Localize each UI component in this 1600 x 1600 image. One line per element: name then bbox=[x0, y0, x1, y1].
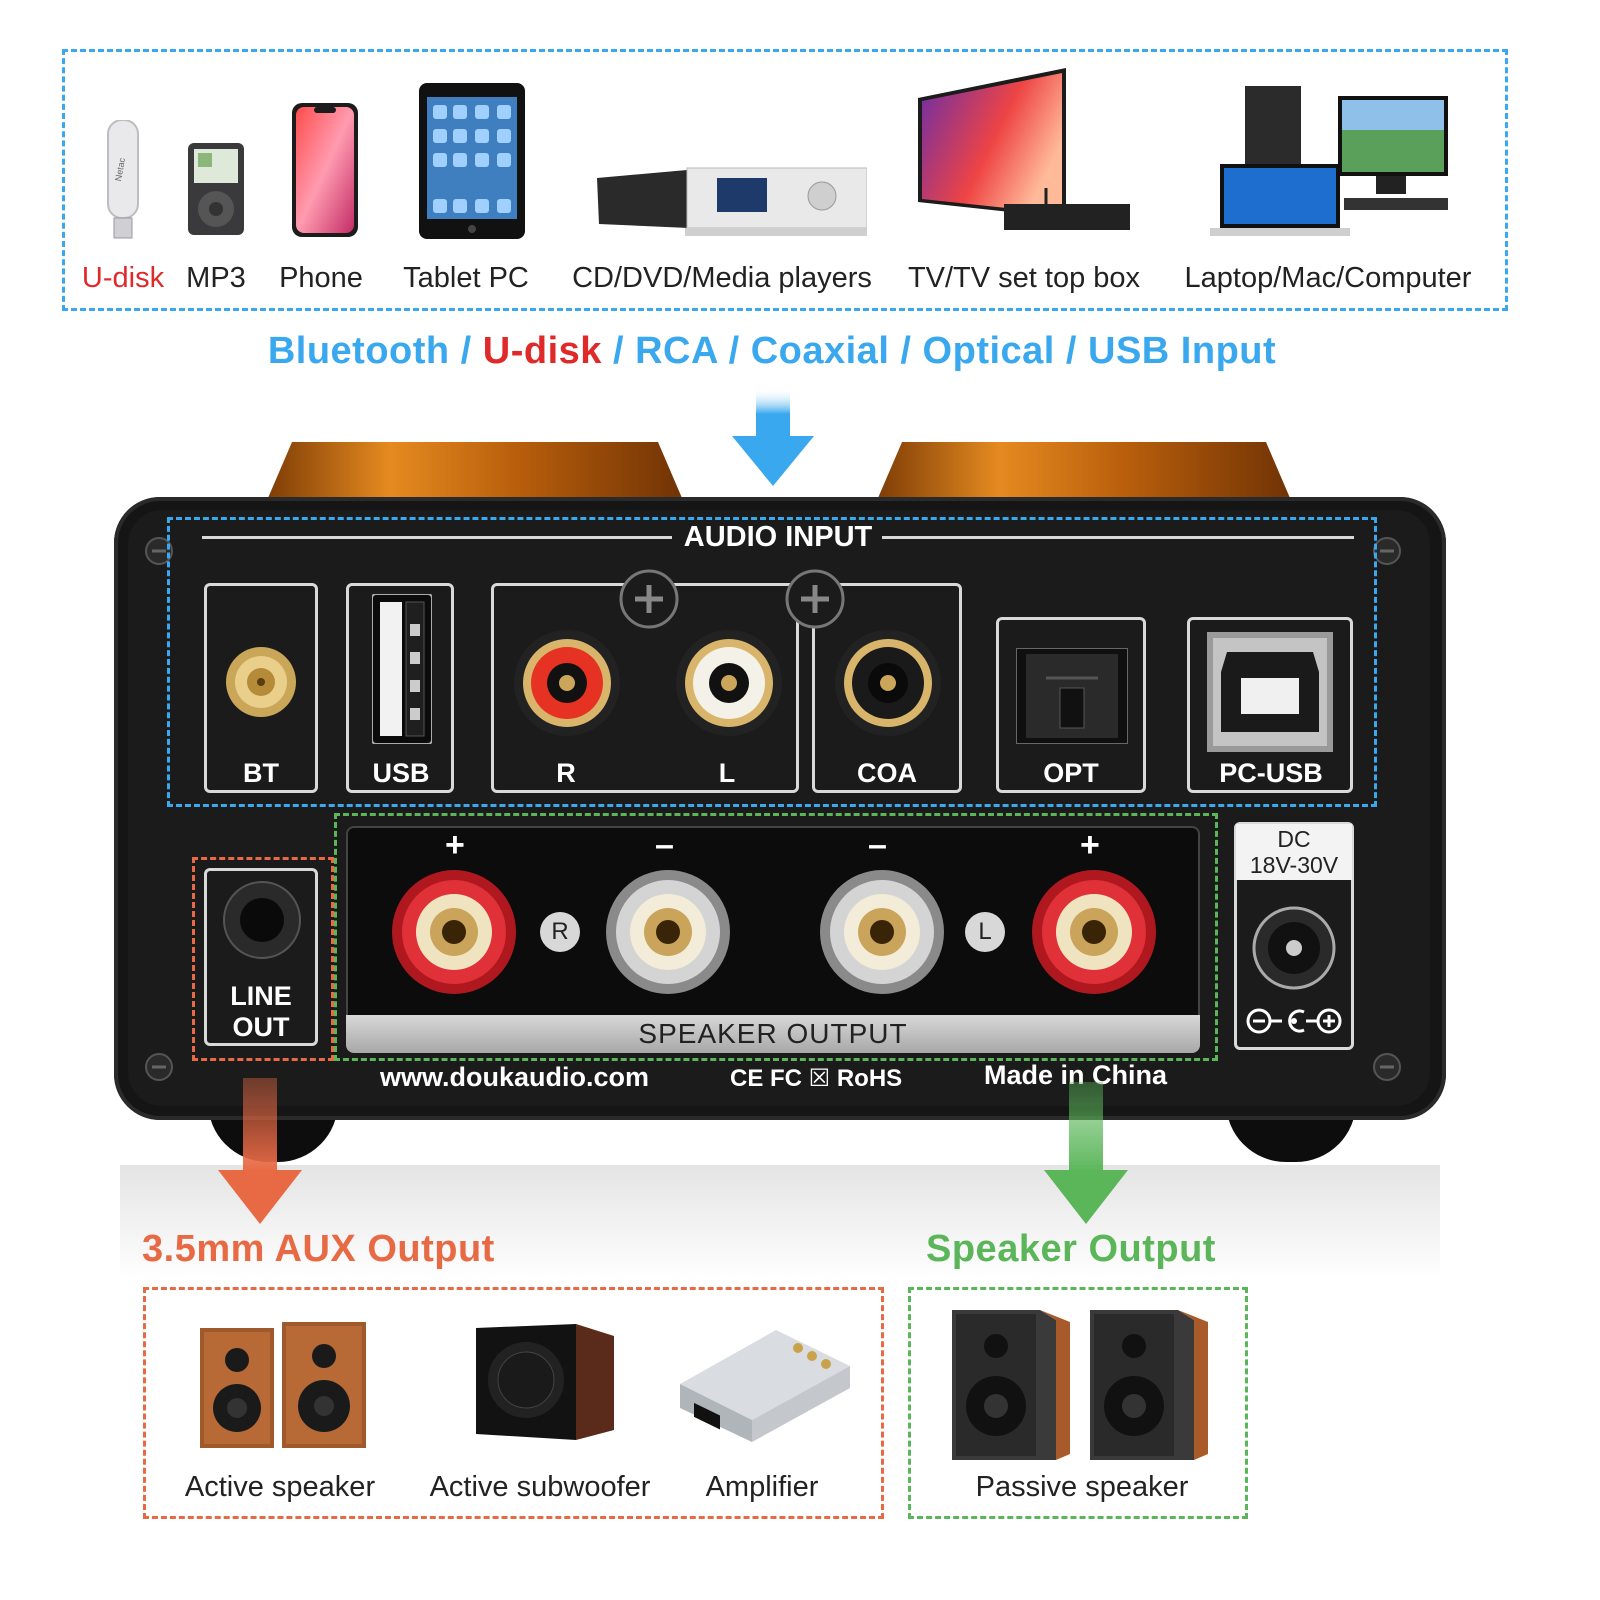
input-headline-part-1: Bluetooth / bbox=[267, 330, 483, 372]
aux-item-active-speaker: Active speaker bbox=[184, 1471, 376, 1503]
copper-knob-left-icon bbox=[262, 442, 688, 512]
panel-reflection bbox=[120, 1165, 1440, 1280]
minus-r-label: – bbox=[655, 826, 674, 864]
usb-b-port-icon[interactable] bbox=[1207, 632, 1333, 752]
source-label-media-players: CD/DVD/Media players bbox=[572, 262, 872, 294]
audio-input-rule-left bbox=[202, 536, 672, 539]
coa-label: COA bbox=[857, 758, 917, 788]
line-out-frame bbox=[204, 868, 318, 1046]
aux-devices-box bbox=[143, 1287, 884, 1519]
source-label-tablet: Tablet PC bbox=[403, 262, 529, 294]
plus-r-label: + bbox=[445, 826, 465, 864]
screw-icon bbox=[1373, 1053, 1401, 1081]
source-label-u-disk: U-disk bbox=[81, 262, 165, 294]
audio-input-label: AUDIO INPUT bbox=[683, 521, 873, 553]
usb-port-frame bbox=[346, 583, 454, 793]
rca-r-label: R bbox=[556, 758, 576, 788]
screw-icon bbox=[1373, 537, 1401, 565]
pc-usb-port-frame bbox=[1187, 617, 1353, 793]
tv-icon bbox=[918, 68, 1130, 230]
tablet-icon bbox=[419, 83, 525, 239]
line-out-label-2: OUT bbox=[232, 1012, 290, 1042]
coaxial-jack-icon[interactable] bbox=[833, 628, 943, 738]
speaker-item-passive-speaker: Passive speaker bbox=[975, 1471, 1189, 1503]
coa-port-frame bbox=[812, 583, 962, 793]
input-headline-part-3: / RCA / Coaxial / Optical / USB Input bbox=[601, 330, 1277, 372]
line-out-jack-icon[interactable] bbox=[222, 880, 302, 960]
rca-l-jack-icon[interactable] bbox=[674, 628, 784, 738]
usb-stick-icon: Netac bbox=[107, 120, 139, 239]
panel-screw-icon bbox=[619, 569, 679, 629]
speaker-output-arrow-icon bbox=[1044, 1082, 1128, 1224]
input-arrow-icon bbox=[732, 388, 814, 486]
audio-input-area bbox=[167, 517, 1377, 807]
bt-port-frame bbox=[204, 583, 318, 793]
opt-label: OPT bbox=[1043, 758, 1099, 788]
active-speaker-icon bbox=[200, 1322, 366, 1448]
source-label-tv: TV/TV set top box bbox=[907, 262, 1141, 294]
line-out-area bbox=[192, 857, 334, 1061]
rca-r-jack-icon[interactable] bbox=[512, 628, 622, 738]
usb-label: USB bbox=[372, 758, 430, 788]
rca-l-label: L bbox=[718, 758, 736, 788]
speaker-output-area bbox=[334, 813, 1218, 1061]
speaker-terminal-l-plus-icon[interactable] bbox=[1030, 868, 1158, 996]
channel-r-badge: R bbox=[540, 912, 580, 952]
media-player-icon bbox=[597, 167, 867, 236]
bt-label: BT bbox=[243, 758, 279, 788]
dc-label-box bbox=[1236, 824, 1352, 880]
svg-text:Netac: Netac bbox=[113, 157, 127, 182]
dc-polarity-icon bbox=[1246, 1008, 1342, 1034]
website-label: www.doukaudio.com bbox=[380, 1062, 650, 1092]
source-label-mp3: MP3 bbox=[186, 262, 246, 294]
optical-port-icon[interactable] bbox=[1016, 648, 1128, 744]
screw-icon bbox=[145, 537, 173, 565]
source-label-computer: Laptop/Mac/Computer bbox=[1184, 262, 1472, 294]
speaker-devices-box bbox=[908, 1287, 1248, 1519]
speaker-terminal-r-plus-icon[interactable] bbox=[390, 868, 518, 996]
input-devices-box bbox=[62, 49, 1508, 311]
aux-output-arrow-icon bbox=[218, 1078, 302, 1224]
speaker-output-strip bbox=[346, 1015, 1200, 1053]
subwoofer-icon bbox=[476, 1324, 614, 1440]
small-amplifier-icon bbox=[680, 1330, 850, 1442]
minus-l-label: – bbox=[868, 826, 887, 864]
dc-label-1: DC bbox=[1277, 826, 1311, 852]
speaker-output-label: SPEAKER OUTPUT bbox=[638, 1018, 908, 1049]
speaker-terminal-l-minus-icon[interactable] bbox=[818, 868, 946, 996]
computer-icon bbox=[1210, 86, 1448, 236]
audio-input-rule-right bbox=[882, 536, 1354, 539]
screw-icon bbox=[145, 1053, 173, 1081]
dc-power-jack-icon[interactable] bbox=[1252, 906, 1336, 990]
aux-output-headline: 3.5mm AUX Output bbox=[142, 1228, 495, 1270]
certification-marks: CE FC ☒ RoHS bbox=[730, 1065, 903, 1092]
dc-port-frame bbox=[1234, 822, 1354, 1050]
mp3-player-icon bbox=[188, 143, 244, 235]
aux-item-active-subwoofer: Active subwoofer bbox=[429, 1471, 651, 1503]
bt-antenna-connector-icon[interactable] bbox=[224, 645, 298, 719]
copper-knob-right-icon bbox=[872, 442, 1296, 512]
line-out-label-1: LINE bbox=[230, 981, 292, 1011]
plus-l-label: + bbox=[1080, 826, 1100, 864]
pc-usb-label: PC-USB bbox=[1219, 758, 1323, 788]
passive-speaker-icon bbox=[952, 1310, 1208, 1460]
phone-icon bbox=[292, 103, 358, 237]
source-label-phone: Phone bbox=[279, 262, 363, 294]
channel-l-badge: L bbox=[965, 912, 1005, 952]
dc-label-2: 18V-30V bbox=[1249, 852, 1339, 878]
panel-screw-icon bbox=[785, 569, 845, 629]
usb-a-port-icon[interactable] bbox=[372, 594, 432, 744]
speaker-output-headline: Speaker Output bbox=[926, 1228, 1216, 1270]
input-headline: Bluetooth / U-disk / RCA / Coaxial / Opt… bbox=[0, 330, 1544, 373]
aux-item-amplifier: Amplifier bbox=[705, 1471, 819, 1503]
opt-port-frame bbox=[996, 617, 1146, 793]
input-headline-u-disk: U-disk bbox=[482, 330, 602, 372]
speaker-terminal-r-minus-icon[interactable] bbox=[604, 868, 732, 996]
